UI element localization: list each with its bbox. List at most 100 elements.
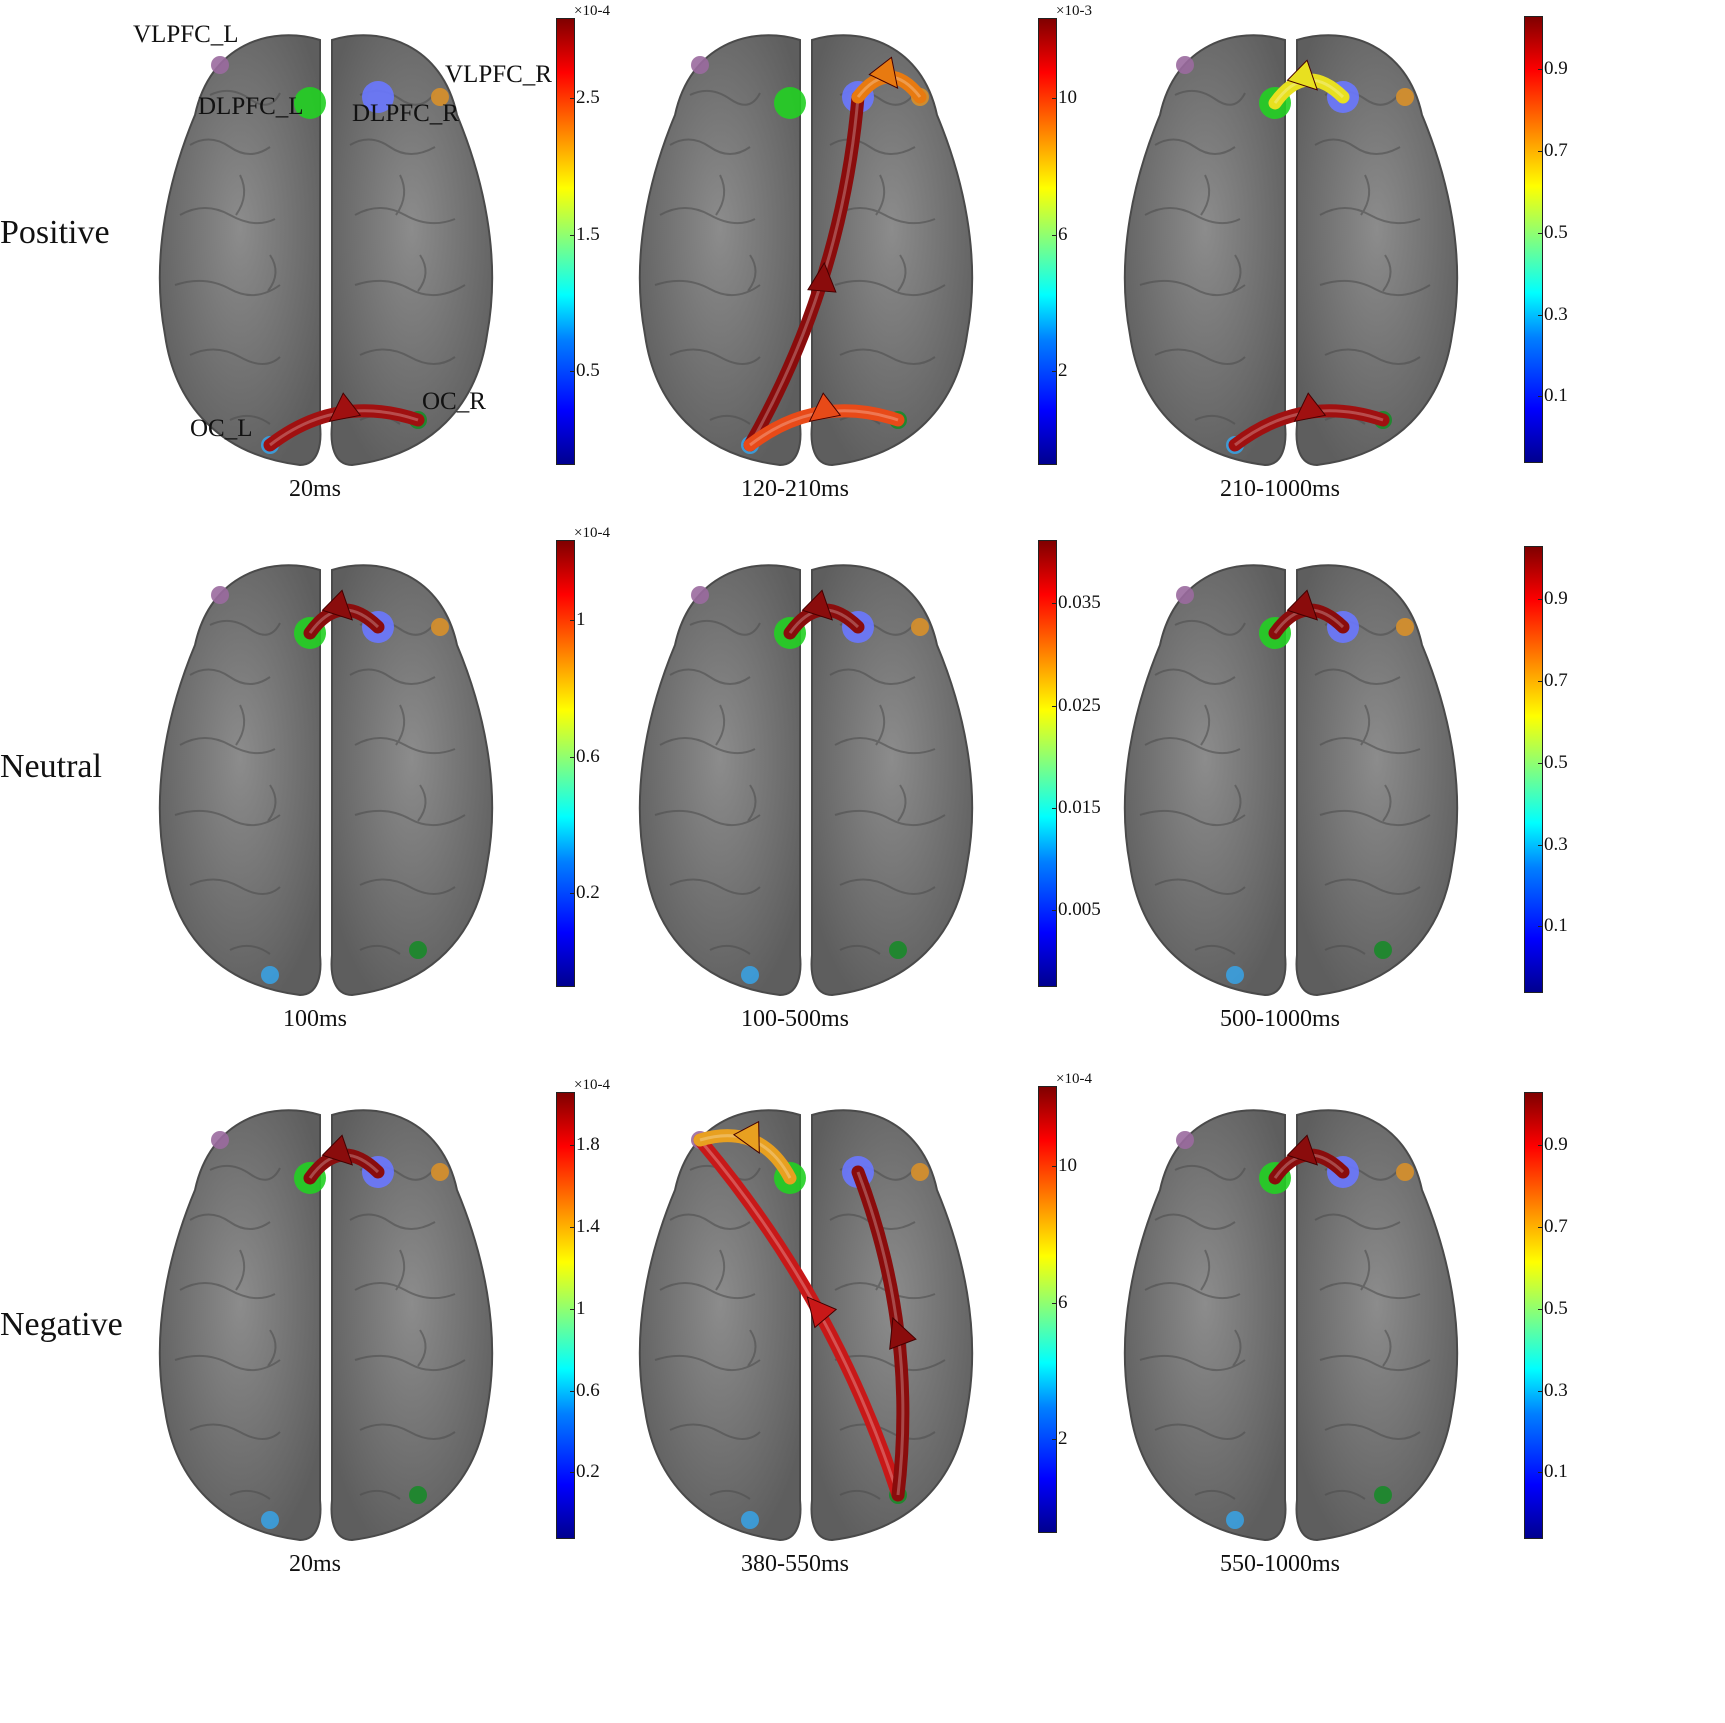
colorbar-exponent: ×10-4 — [574, 1077, 610, 1093]
colorbar-tick-label: 6 — [1058, 224, 1068, 245]
colorbar-tick-label: 0.6 — [576, 1380, 600, 1401]
region-vlpfc-l — [691, 586, 709, 604]
region-dlpfc-l — [294, 87, 326, 119]
colorbar-tick — [1538, 845, 1543, 846]
connection-arrowhead — [1286, 59, 1319, 91]
colorbar-tick — [570, 98, 575, 99]
connection-arrowhead — [806, 1296, 838, 1329]
time-window-caption: 500-1000ms — [1220, 1006, 1340, 1032]
region-vlpfc-r — [911, 1163, 929, 1181]
colorbar-tick-label: 1 — [576, 609, 586, 630]
brain-view — [1123, 1109, 1459, 1542]
colorbar-tick — [1052, 910, 1057, 911]
colorbar-tick-label: 1.5 — [576, 224, 600, 245]
colorbar-tick — [1538, 233, 1543, 234]
connection-arrowhead — [801, 589, 834, 621]
colorbar-tick-label: 2.5 — [576, 87, 600, 108]
gyri-texture — [174, 619, 466, 955]
connection-arrowhead — [889, 1316, 917, 1350]
gyri-texture — [654, 89, 946, 425]
colorbar-tick — [1538, 1227, 1543, 1228]
region-label-dlpfc-l: DLPFC_L — [198, 93, 304, 120]
region-dlpfc-r — [362, 81, 394, 113]
colorbar-tick — [1052, 371, 1057, 372]
colorbar-tick-label: 0.2 — [576, 1461, 600, 1482]
region-vlpfc-l — [211, 56, 229, 74]
right-hemisphere — [1295, 564, 1459, 997]
colorbar — [1038, 18, 1057, 465]
colorbar — [1524, 546, 1543, 993]
colorbar-tick-label: 0.005 — [1058, 899, 1101, 920]
region-oc-r — [409, 941, 427, 959]
brain-view — [158, 1109, 494, 1542]
region-vlpfc-l — [1176, 586, 1194, 604]
panel-neutral-100ms: 100ms — [140, 545, 560, 1065]
right-hemisphere — [330, 1109, 494, 1542]
colorbar-tick — [570, 620, 575, 621]
colorbar-tick-label: 0.1 — [1544, 915, 1568, 936]
colorbar-tick — [570, 1391, 575, 1392]
colorbar — [556, 540, 575, 987]
colorbar-tick — [1538, 396, 1543, 397]
region-vlpfc-l — [1176, 56, 1194, 74]
region-oc-l — [741, 1511, 759, 1529]
region-oc-l — [1226, 966, 1244, 984]
panel-neutral-100-500ms: 100-500ms — [620, 545, 1040, 1065]
region-vlpfc-l — [1176, 1131, 1194, 1149]
colorbar-tick-label: 0.7 — [1544, 140, 1568, 161]
connection-arrowhead — [321, 1134, 354, 1166]
colorbar-tick-label: 6 — [1058, 1292, 1068, 1313]
colorbar-exponent: ×10-4 — [1056, 1071, 1092, 1087]
connection-arrowhead — [1286, 1134, 1319, 1166]
colorbar — [1524, 16, 1543, 463]
region-vlpfc-l — [211, 1131, 229, 1149]
colorbar-tick-label: 10 — [1058, 87, 1077, 108]
time-window-caption: 380-550ms — [741, 1551, 849, 1577]
colorbar-tick — [1538, 763, 1543, 764]
panel-positive-120-210ms: 120-210ms — [620, 15, 1040, 535]
colorbar-tick — [1052, 706, 1057, 707]
colorbar-tick — [1538, 315, 1543, 316]
region-vlpfc-r — [1396, 88, 1414, 106]
panel-negative-20ms: 20ms — [140, 1090, 560, 1610]
colorbar-tick — [570, 893, 575, 894]
colorbar-tick-label: 0.2 — [576, 882, 600, 903]
brain-view — [638, 564, 974, 997]
colorbar-tick — [1052, 98, 1057, 99]
colorbar-tick — [1538, 1145, 1543, 1146]
panel-negative-380-550ms: 380-550ms — [620, 1090, 1040, 1610]
colorbar — [1524, 1092, 1543, 1539]
region-label-dlpfc-r: DLPFC_R — [352, 100, 459, 127]
connection-arrowhead — [868, 56, 899, 89]
right-hemisphere — [330, 564, 494, 997]
right-hemisphere — [1295, 34, 1459, 467]
right-hemisphere — [1295, 1109, 1459, 1542]
region-oc-r — [1374, 941, 1392, 959]
colorbar-tick-label: 0.035 — [1058, 592, 1101, 613]
region-vlpfc-r — [1396, 1163, 1414, 1181]
gyri-texture — [1139, 619, 1431, 955]
colorbar-tick-label: 10 — [1058, 1155, 1077, 1176]
connection-arrowhead — [1293, 392, 1327, 423]
region-vlpfc-l — [211, 586, 229, 604]
colorbar-tick — [570, 757, 575, 758]
connection-arrowhead — [732, 1120, 760, 1154]
colorbar-tick-label: 0.015 — [1058, 797, 1101, 818]
colorbar-tick-label: 0.9 — [1544, 1134, 1568, 1155]
colorbar-tick-label: 0.6 — [576, 746, 600, 767]
region-label-vlpfc-l: VLPFC_L — [133, 21, 239, 48]
region-vlpfc-r — [1396, 618, 1414, 636]
colorbar-tick-label: 0.1 — [1544, 1461, 1568, 1482]
colorbar-tick-label: 1 — [576, 1298, 586, 1319]
colorbar-tick — [1052, 1166, 1057, 1167]
time-window-caption: 100-500ms — [741, 1006, 849, 1032]
region-vlpfc-r — [431, 1163, 449, 1181]
region-label-oc-l: OC_L — [190, 415, 253, 442]
connection-arrowhead — [807, 261, 837, 293]
region-vlpfc-r — [431, 618, 449, 636]
panel-positive-210-1000ms: 210-1000ms — [1105, 15, 1525, 535]
gyri-texture — [1139, 1164, 1431, 1500]
region-vlpfc-r — [911, 618, 929, 636]
colorbar-tick-label: 0.3 — [1544, 834, 1568, 855]
colorbar-tick — [570, 235, 575, 236]
